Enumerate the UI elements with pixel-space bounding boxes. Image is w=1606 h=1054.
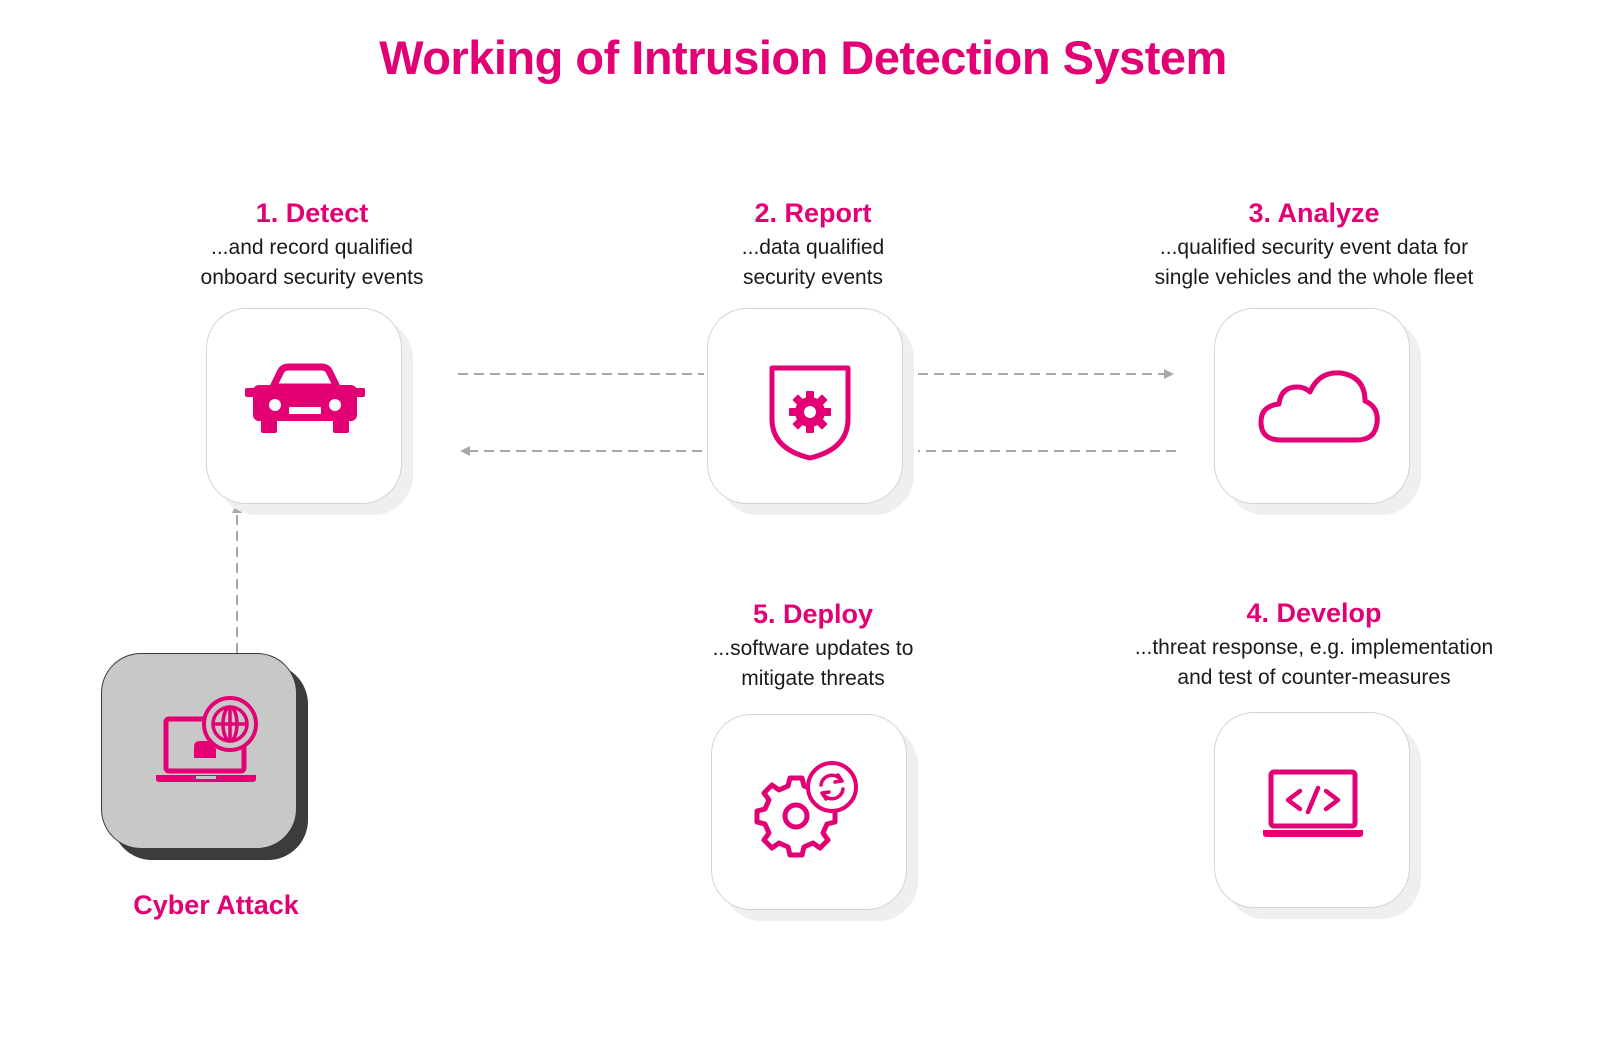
shield-gear-icon	[769, 365, 851, 461]
deploy-description: ...software updates to mitigate threats	[712, 637, 914, 690]
develop-description: ...threat response, e.g. implementation …	[1134, 636, 1494, 689]
laptop-globe-icon	[156, 696, 258, 782]
gear-refresh-icon	[754, 761, 858, 858]
detect-tile	[206, 308, 402, 504]
detect-description: ...and record qualified onboard security…	[200, 236, 424, 289]
report-tile	[707, 308, 903, 504]
cyber-attack-label: Cyber Attack	[133, 890, 299, 920]
detect-heading: 1. Detect	[255, 198, 369, 228]
laptop-code-icon	[1263, 769, 1363, 837]
report-description: ...data qualified security events	[741, 236, 885, 289]
cyber-attack-tile	[101, 653, 297, 849]
deploy-tile	[711, 714, 907, 910]
develop-tile	[1214, 712, 1410, 908]
develop-heading: 4. Develop	[1246, 598, 1382, 628]
analyze-heading: 3. Analyze	[1248, 198, 1380, 228]
analyze-description: ...qualified security event data for sin…	[1154, 236, 1474, 289]
analyze-tile	[1214, 308, 1410, 504]
cloud-icon	[1258, 370, 1380, 443]
car-icon	[245, 363, 365, 433]
deploy-heading: 5. Deploy	[752, 599, 874, 629]
report-heading: 2. Report	[754, 198, 872, 228]
diagram-title: Working of Intrusion Detection System	[379, 31, 1227, 84]
